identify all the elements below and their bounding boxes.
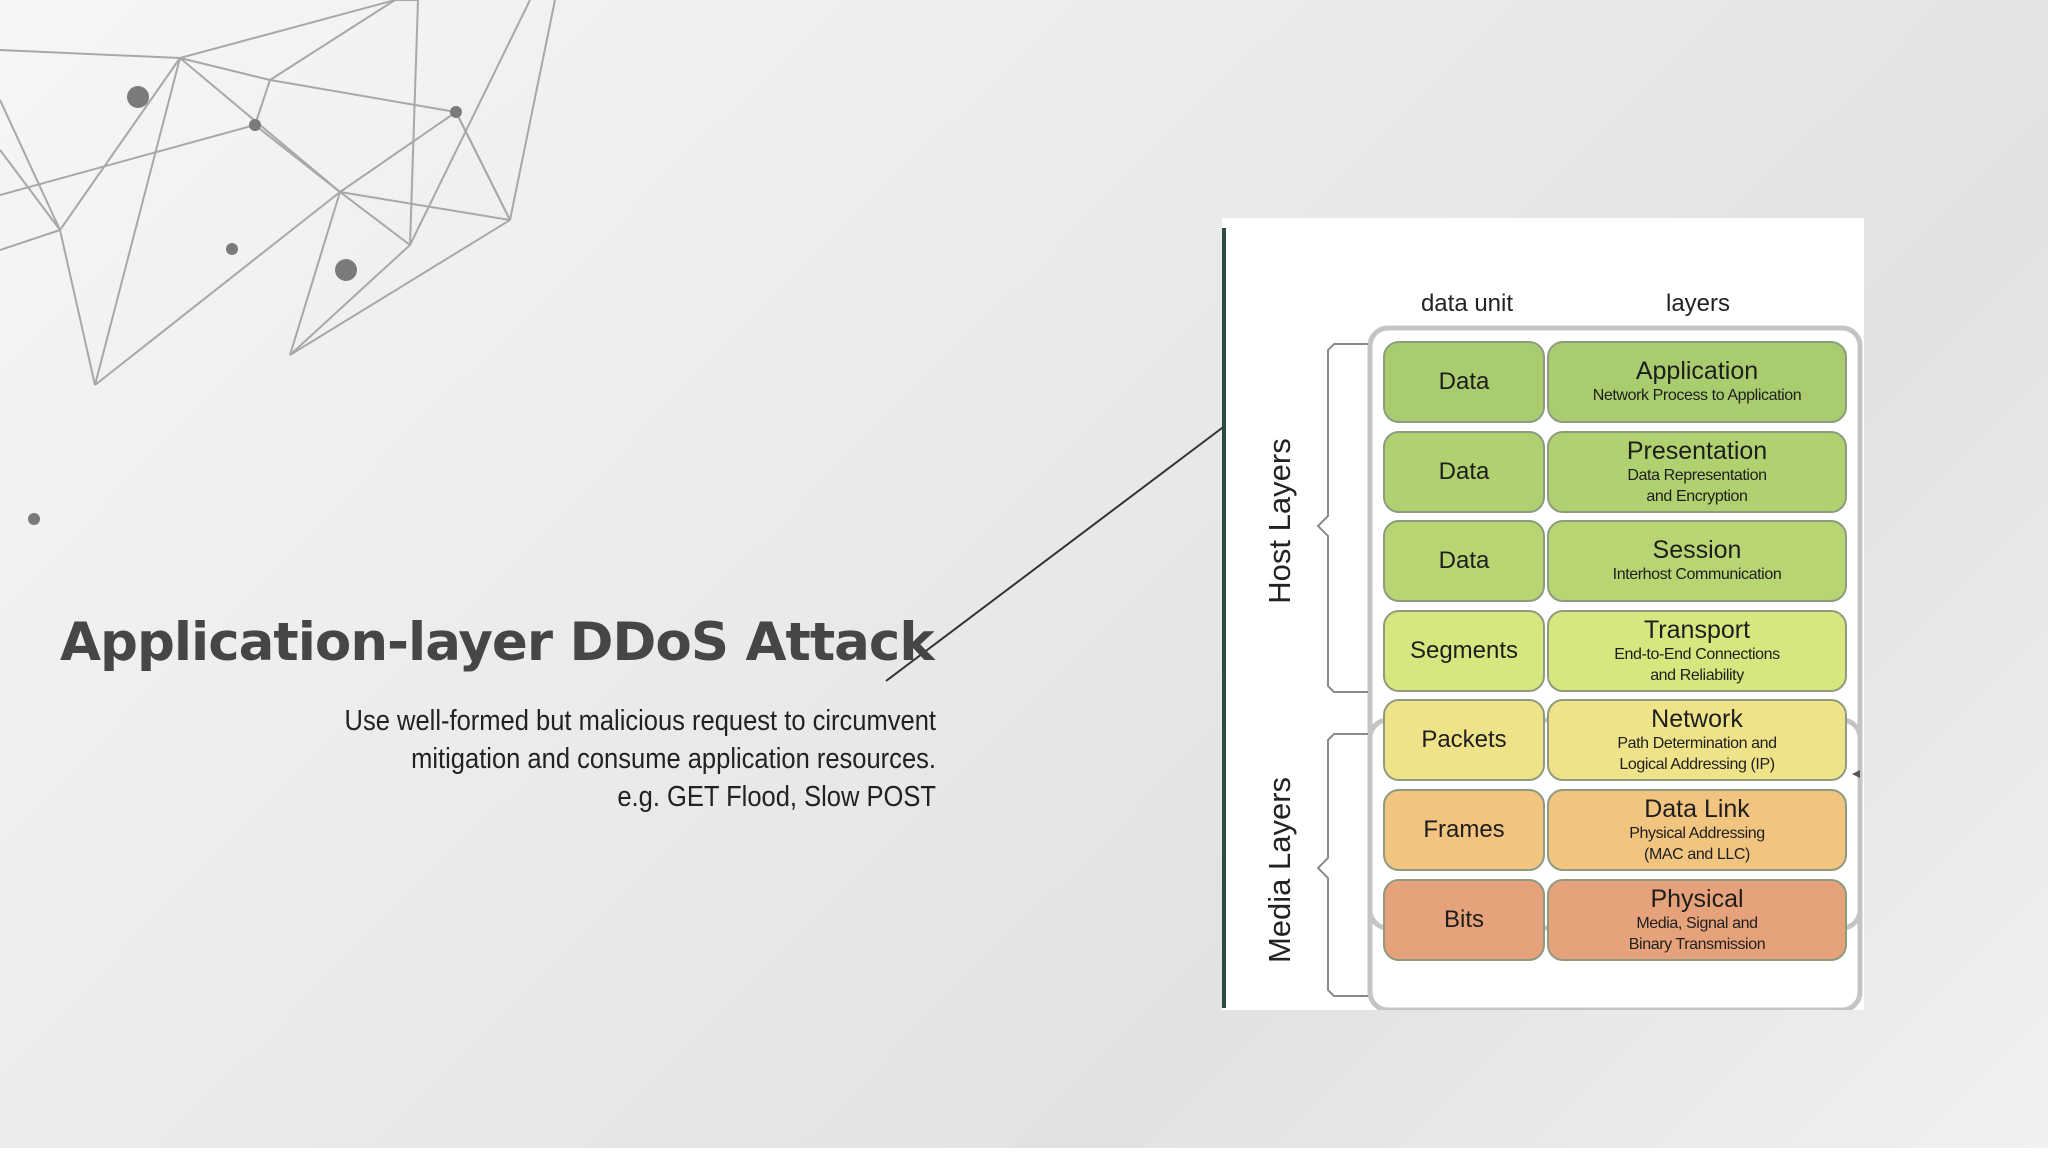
slide-description: Use well-formed but malicious request to… [267,702,936,816]
data-unit-label: Segments [1409,637,1519,664]
layer-name: Session [1652,536,1742,564]
layer-name: Transport [1643,615,1751,644]
layer-description: End-to-End Connections and Reliability [1614,644,1780,686]
media-brace [1316,733,1368,997]
data-unit-cell: Packets [1383,699,1545,781]
description-line: mitigation and consume application resou… [411,743,936,775]
data-unit-cell: Frames [1383,789,1545,871]
layer-description-line: Physical Addressing [1629,824,1765,842]
pointer-mark [1852,770,1860,778]
layer-description-line: Data Representation [1627,466,1767,484]
layer-name: Application [1635,357,1759,385]
data-unit-label: Data [1438,368,1490,395]
data-unit-label: Packets [1421,726,1507,753]
host-layers-label: Host Layers [1262,438,1297,604]
data-unit-label: Data [1438,458,1490,485]
description-line: e.g. GET Flood, Slow POST [617,781,936,813]
layer-description: Network Process to Application [1593,385,1802,406]
column-header-data-unit: data unit [1420,290,1514,317]
data-unit-label: Bits [1443,906,1484,933]
data-unit-cell: Data [1383,520,1545,602]
layer-description-line: Logical Addressing (IP) [1619,755,1775,773]
layer-description-line: and Reliability [1650,666,1744,684]
layer-description-line: Binary Transmission [1628,935,1766,953]
diagram-edge [1222,228,1226,1008]
media-layers-label: Media Layers [1262,776,1297,964]
layer-name: Network [1651,704,1743,733]
layer-description: Physical Addressing (MAC and LLC) [1629,823,1765,865]
column-header-layers: layers [1665,290,1731,317]
data-unit-label: Frames [1423,816,1505,843]
layer-description-line: and Encryption [1646,487,1748,505]
data-unit-cell: Segments [1383,610,1545,692]
layer-description-line: (MAC and LLC) [1644,845,1750,863]
description-line: Use well-formed but malicious request to… [344,705,936,737]
slide-title: Application-layer DDoS Attack [60,612,935,673]
layer-description: Interhost Communication [1613,564,1782,585]
layer-description-line: Interhost Communication [1612,566,1782,583]
layer-name: Physical [1650,884,1744,913]
data-unit-cell: Bits [1383,879,1545,961]
layer-name: Presentation [1626,436,1768,465]
data-unit-cell: Data [1383,431,1545,513]
layer-description-line: End-to-End Connections [1614,645,1780,663]
layer-description-line: Path Determination and [1617,734,1777,752]
layer-description-line: Media, Signal and [1636,914,1758,932]
host-brace [1316,343,1368,693]
data-unit-cell: Data [1383,341,1545,423]
bottom-band [0,1148,2048,1152]
data-unit-label: Data [1438,547,1490,574]
layer-description: Data Representation and Encryption [1627,465,1767,507]
layer-name: Data Link [1644,794,1750,823]
layer-description-line: Network Process to Application [1592,387,1802,404]
